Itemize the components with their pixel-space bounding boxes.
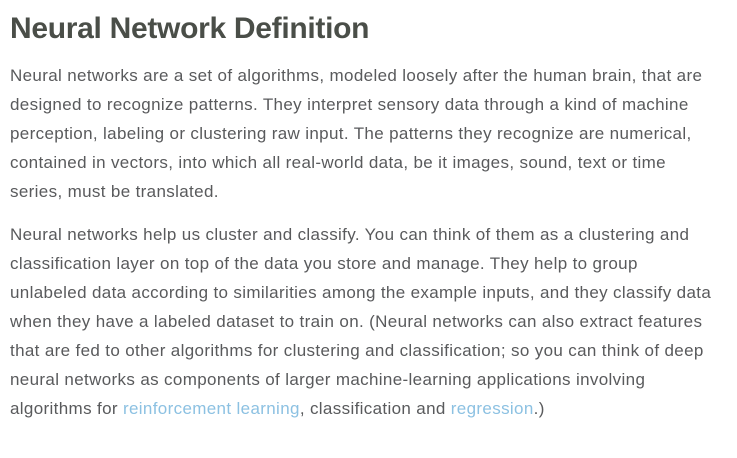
reinforcement-learning-link[interactable]: reinforcement learning [122, 399, 300, 418]
regression-link[interactable]: regression [450, 399, 534, 418]
paragraph-2-text-segment: , classification and [299, 399, 451, 418]
paragraph-definition: Neural networks are a set of algorithms,… [10, 66, 703, 201]
paragraph-cluster-classify: Neural networks help us cluster and clas… [10, 220, 713, 423]
paragraph-2-text-segment: .) [533, 399, 545, 418]
page-title: Neural Network Definition [10, 12, 370, 45]
paragraph-2-text-segment: Neural networks help us cluster and clas… [10, 225, 712, 418]
